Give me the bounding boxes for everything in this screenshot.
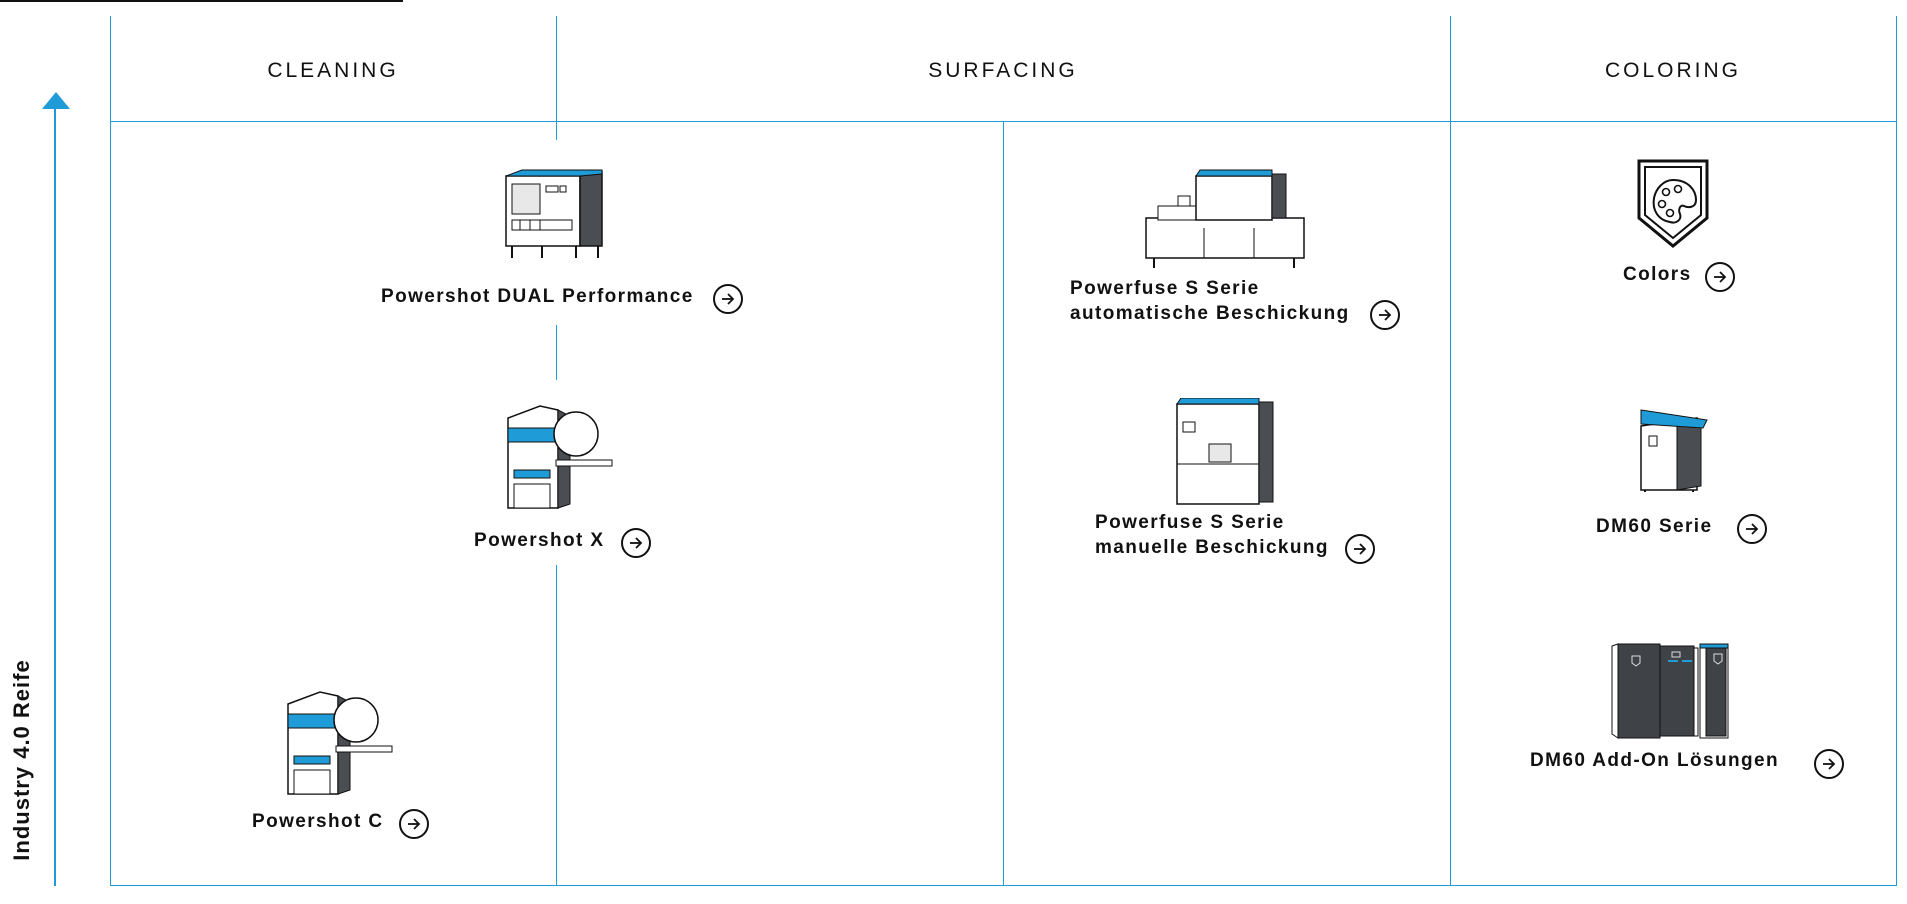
column-header-coloring: COLORING [1604,59,1741,82]
product-label: DM60 Add-On Lösungen [1530,750,1779,771]
powershot-dual-machine-icon [502,166,612,271]
product-label-line1: Powerfuse S Serie [1070,278,1260,299]
product-powerfuse-manual[interactable]: Powerfuse S Serie manuelle Beschickung [1093,396,1393,568]
grid-divider-cleaning-surfacing-lower [556,325,557,380]
product-dm60[interactable]: DM60 Serie [1593,406,1783,546]
grid-divider-cleaning-surfacing [556,16,557,140]
powershot-c-machine-icon [280,686,395,803]
product-colors[interactable]: Colors [1620,156,1760,296]
arrow-right-icon[interactable] [713,284,743,314]
product-label: Colors [1623,264,1692,285]
axis-line [54,106,56,886]
product-powerfuse-auto[interactable]: Powerfuse S Serie automatische Beschicku… [1068,164,1408,336]
product-label-line2: manuelle Beschickung [1095,537,1329,558]
grid-divider-cleaning-surfacing-bottom [556,565,557,886]
product-label: Powershot C [252,811,384,832]
arrow-right-icon[interactable] [1814,749,1844,779]
powerfuse-manual-machine-icon [1173,397,1277,513]
product-label-line2: automatische Beschickung [1070,303,1350,324]
dm60-machine-icon [1637,406,1717,497]
grid-right-border [1896,16,1897,886]
grid-left-border [110,16,111,886]
grid-divider-surfacing-coloring [1450,16,1451,886]
color-palette-shield-icon [1636,158,1710,253]
product-powershot-x[interactable]: Powershot X [470,400,690,565]
product-powershot-dual[interactable]: Powershot DUAL Performance [378,160,758,320]
arrow-right-icon[interactable] [1345,534,1375,564]
product-label: DM60 Serie [1596,516,1713,537]
powershot-x-machine-icon [500,400,615,517]
arrow-right-icon[interactable] [399,809,429,839]
dm60-addon-cabinets-icon [1610,642,1730,745]
grid-divider-surfacing-inner [1003,121,1004,886]
column-header-cleaning: CLEANING [267,59,399,82]
arrow-right-icon[interactable] [621,528,651,558]
top-rule [0,0,403,2]
arrow-right-icon[interactable] [1737,514,1767,544]
product-powershot-c[interactable]: Powershot C [250,686,450,846]
column-header-surfacing: SURFACING [928,59,1078,82]
product-dm60-addon[interactable]: DM60 Add-On Lösungen [1528,640,1848,780]
product-label: Powershot X [474,530,605,551]
arrow-right-icon[interactable] [1705,262,1735,292]
header-bottom-line [110,121,1897,122]
grid-bottom-line [110,885,1897,886]
axis-label: Industry 4.0 Reife [9,659,34,861]
product-label-line1: Powerfuse S Serie [1095,512,1285,533]
arrow-right-icon[interactable] [1370,300,1400,330]
powerfuse-auto-machine-icon [1144,168,1309,279]
axis-arrow-up-icon [42,92,70,109]
product-label: Powershot DUAL Performance [381,286,694,307]
